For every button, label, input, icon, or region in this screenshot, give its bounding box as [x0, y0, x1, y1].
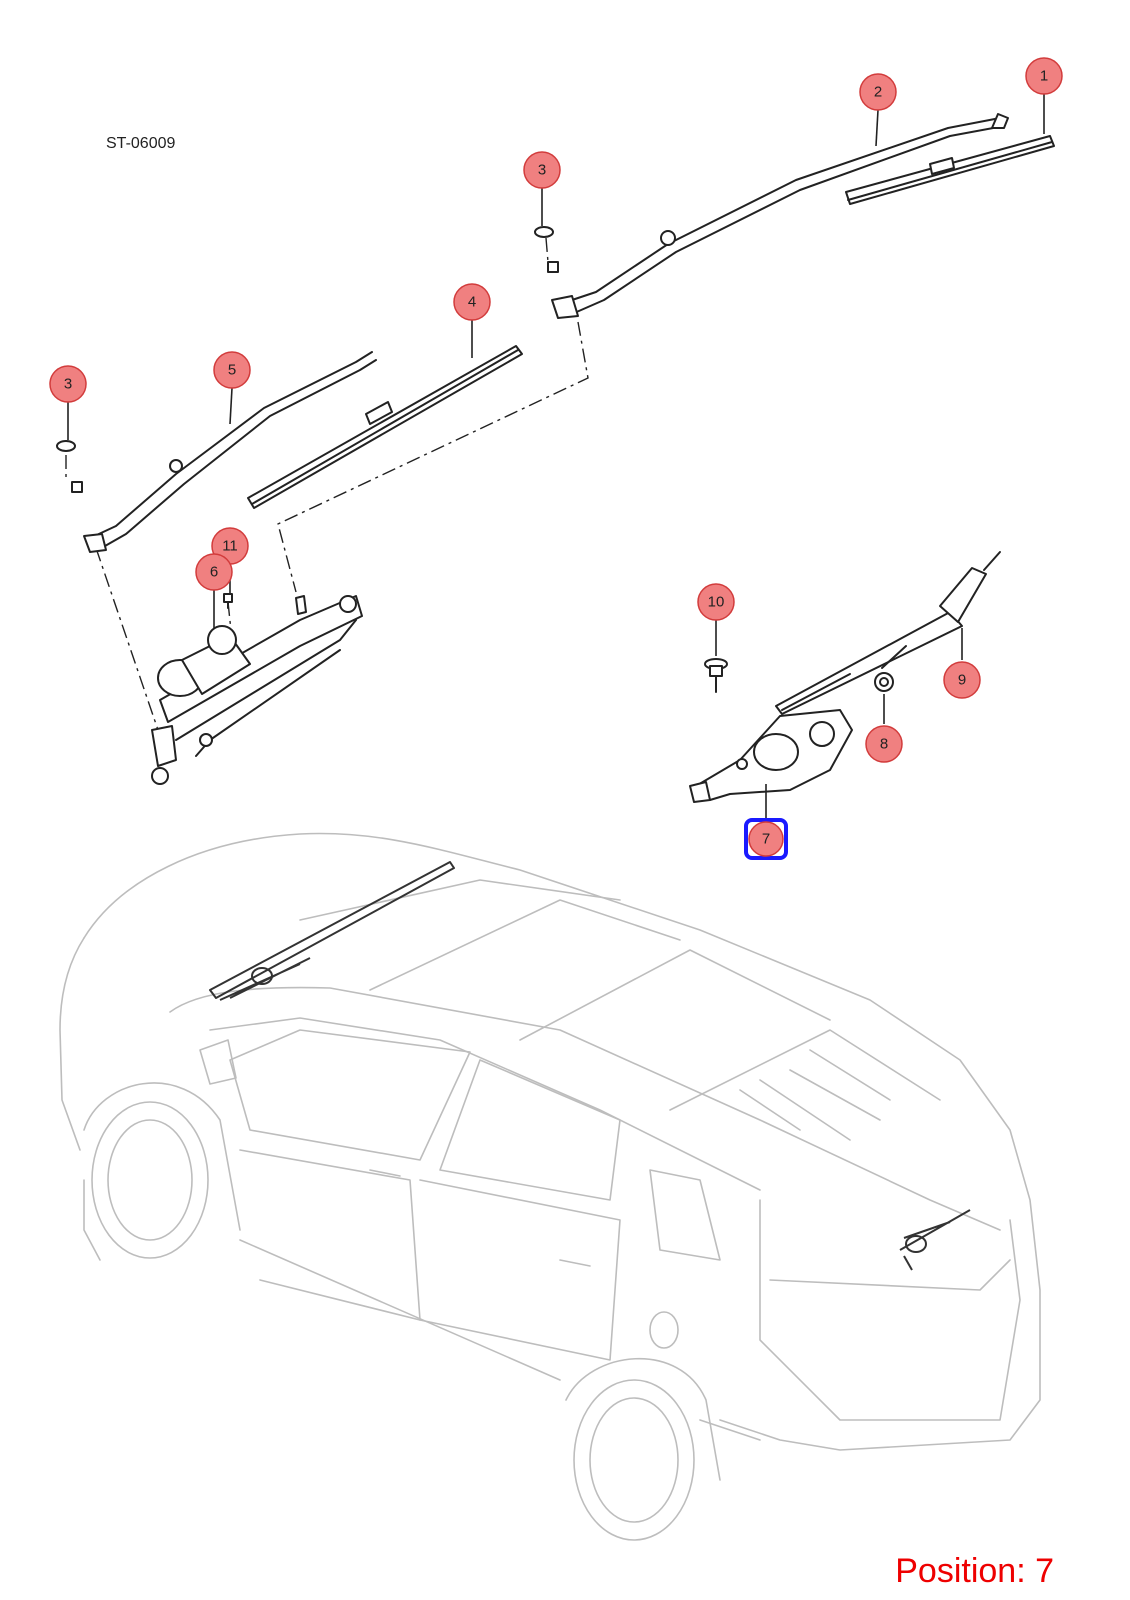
arm-nut-cap-left[interactable]: [56, 440, 83, 493]
svg-text:8: 8: [880, 736, 888, 753]
wiper-arm-right[interactable]: [551, 113, 1009, 319]
leader-lines: [67, 94, 1045, 818]
callout-1[interactable]: 1: [1025, 57, 1063, 95]
svg-text:1: 1: [1040, 68, 1048, 85]
arm-nut-cap-right[interactable]: [534, 226, 559, 273]
svg-text:11: 11: [222, 538, 238, 555]
callout-9[interactable]: 9: [943, 661, 981, 699]
svg-text:4: 4: [468, 294, 476, 311]
callout-3-left[interactable]: 3: [49, 365, 87, 403]
svg-text:5: 5: [228, 362, 236, 379]
callout-3-right[interactable]: 3: [523, 151, 561, 189]
assembly-lines: [65, 237, 589, 731]
rear-wiper-motor[interactable]: [689, 709, 853, 803]
vehicle-outline: [59, 832, 1041, 1541]
callout-2[interactable]: 2: [859, 73, 897, 111]
rear-arm-nut[interactable]: [874, 672, 894, 692]
svg-text:7: 7: [762, 831, 770, 848]
svg-text:2: 2: [874, 84, 882, 101]
reference-code: ST-06009: [106, 135, 175, 152]
callout-7-highlight: [744, 818, 788, 860]
wiper-blade-right[interactable]: [845, 135, 1055, 205]
svg-text:6: 6: [210, 564, 218, 581]
svg-text:10: 10: [708, 594, 725, 611]
front-wiper-motor-linkage[interactable]: [151, 595, 363, 785]
wiper-arm-left[interactable]: [83, 351, 377, 553]
callout-8[interactable]: 8: [865, 725, 903, 763]
svg-text:3: 3: [538, 162, 546, 179]
motor-bolt[interactable]: [223, 593, 233, 609]
callout-6[interactable]: 6: [195, 553, 233, 591]
position-label: Position: 7: [895, 1552, 1054, 1590]
callout-4[interactable]: 4: [453, 283, 491, 321]
callout-5[interactable]: 5: [213, 351, 251, 389]
rear-motor-bolt[interactable]: [704, 658, 728, 693]
callout-7[interactable]: 7: [744, 818, 788, 860]
wiper-blade-left[interactable]: [247, 345, 523, 509]
svg-text:9: 9: [958, 672, 966, 689]
svg-text:3: 3: [64, 376, 72, 393]
callout-10[interactable]: 10: [697, 583, 735, 621]
rear-wiper-arm[interactable]: [775, 551, 1001, 715]
